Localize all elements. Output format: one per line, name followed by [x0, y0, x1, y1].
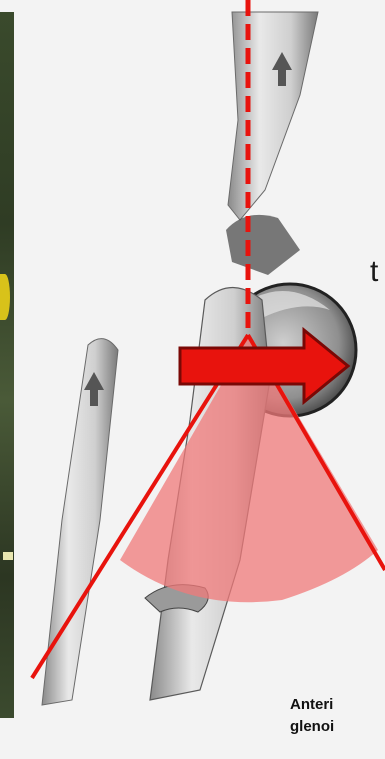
cut-off-label-t: t — [370, 257, 378, 287]
glenoid-shadow — [226, 215, 300, 275]
anterior-glenoid-caption: Anteri glenoi — [290, 694, 385, 738]
left-bone — [42, 339, 118, 705]
upper-bone — [228, 12, 318, 220]
